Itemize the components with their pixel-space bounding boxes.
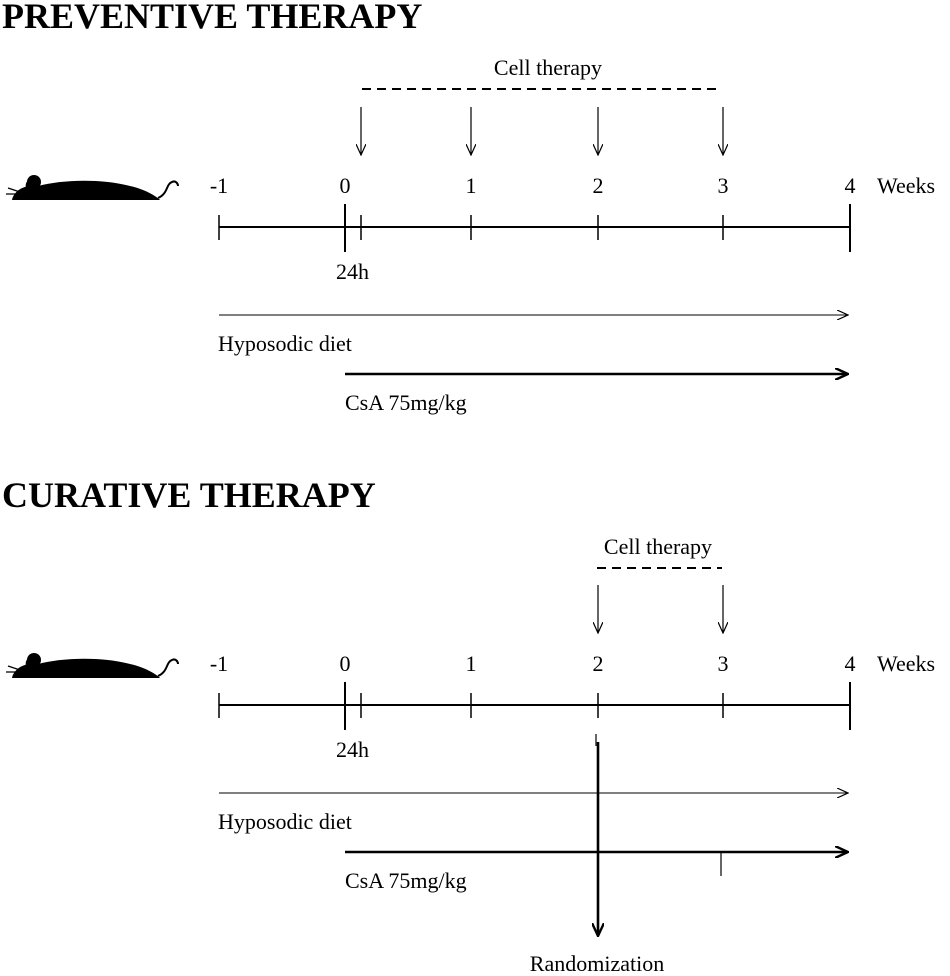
week-label: 3 [718,173,729,198]
hours-label: 24h [336,737,369,762]
weeks-unit-label: Weeks [877,173,935,198]
csa-dose-label: CsA 75mg/kg [345,390,467,415]
curative-panel: CURATIVE THERAPY Cell therapy -1 0 1 2 3… [2,475,935,976]
week-tick-labels: -1 0 1 2 3 4 [210,173,856,198]
week-label: 2 [593,651,604,676]
week-label: -1 [210,173,228,198]
panel-heading: PREVENTIVE THERAPY [2,0,422,36]
panel-heading: CURATIVE THERAPY [2,475,376,515]
timeline-axis [218,204,851,252]
week-label: 4 [845,651,856,676]
cell-therapy-label: Cell therapy [494,55,602,80]
mouse-silhouette-icon [6,653,179,678]
timeline-axis [218,682,851,730]
week-label: 1 [466,651,477,676]
hyposodic-diet-label: Hyposodic diet [218,809,352,834]
cell-therapy-label: Cell therapy [604,534,712,559]
randomization-label: Randomization [530,951,664,976]
week-label: 4 [845,173,856,198]
week-label: 3 [718,651,729,676]
week-label: 1 [466,173,477,198]
mouse-silhouette-icon [6,175,179,200]
preventive-panel: PREVENTIVE THERAPY Cell therapy -1 0 1 2… [2,0,935,415]
week-label: 0 [340,173,351,198]
week-label: -1 [210,651,228,676]
week-label: 2 [593,173,604,198]
cell-therapy-arrows [361,107,723,155]
week-label: 0 [340,651,351,676]
cell-therapy-arrows [598,585,723,633]
csa-dose-label: CsA 75mg/kg [345,868,467,893]
hyposodic-diet-label: Hyposodic diet [218,331,352,356]
week-tick-labels: -1 0 1 2 3 4 [210,651,856,676]
hours-label: 24h [336,259,369,284]
weeks-unit-label: Weeks [877,651,935,676]
